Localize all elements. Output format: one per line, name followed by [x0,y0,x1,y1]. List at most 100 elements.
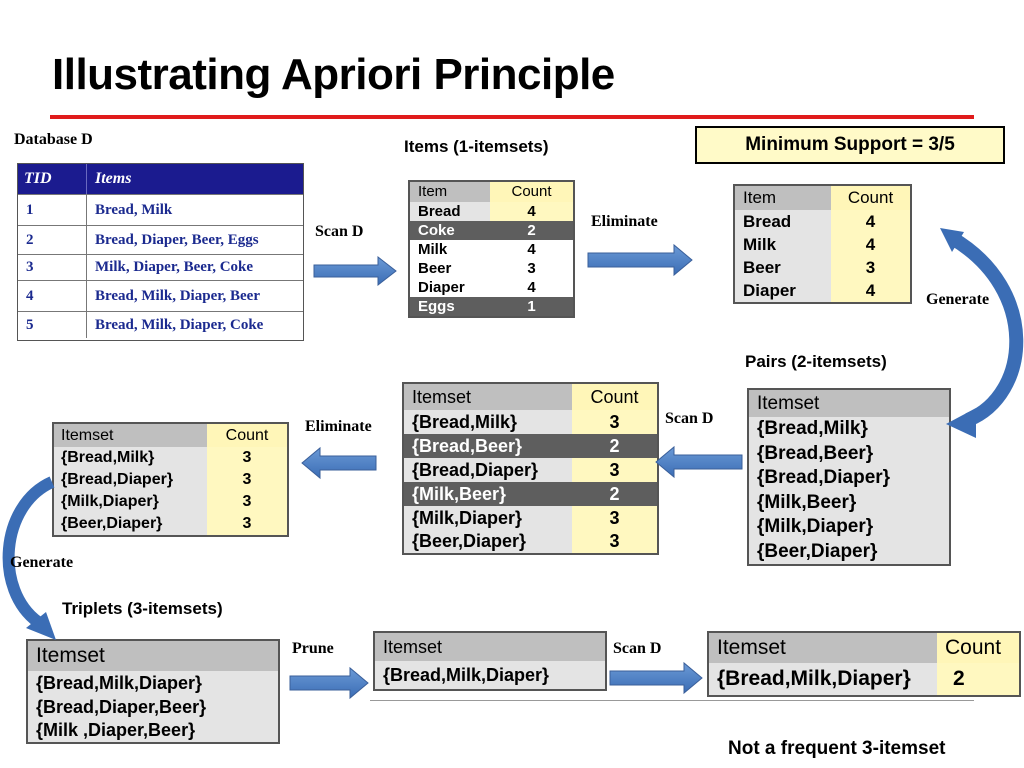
item-cell: Milk [735,233,831,256]
item-cell: Eggs [410,297,490,316]
table-row: Beer 3 [410,259,573,278]
right-arrow-icon [313,255,397,287]
itemset-cell: {Bread,Beer} [404,434,572,458]
items-cell: Bread, Milk [95,201,173,218]
count-cell: 2 [572,434,657,458]
tid-cell: 5 [18,312,87,338]
item-cell: Milk [418,241,448,258]
item-cell: Diaper [735,279,831,302]
tid-cell: 4 [18,281,87,311]
column-header: Itemset [28,641,278,671]
column-header: Itemset [375,633,605,661]
item-cell: Beer [418,260,452,277]
curved-arrow-icon [2,476,55,627]
table-row: 3 Milk, Diaper, Beer, Coke [18,254,303,280]
table-header-row: Itemset Count [404,384,657,410]
table-header-row: Item Count [410,182,573,202]
count-cell: 3 [572,506,657,530]
tid-header: TID [18,164,87,194]
table-row: 4 Bread, Milk, Diaper, Beer [18,280,303,311]
database-label: Database D [14,131,93,148]
items-header: Items [95,170,132,187]
table-row: Diaper 4 [410,278,573,297]
table-row: {Milk,Diaper} 3 [54,491,287,513]
prune-label: Prune [292,640,334,657]
table-row: {Beer,Diaper} 3 [404,530,657,553]
left-arrow-icon [301,446,377,480]
tid-cell: 1 [18,195,87,225]
title-underline [50,115,974,119]
pairs-2-label: Pairs (2-itemsets) [745,352,887,371]
count-cell: 3 [207,469,287,491]
count-cell: 3 [207,447,287,469]
pairs-frequent-table: Itemset Count {Bread,Milk} 3 {Bread,Diap… [52,422,289,537]
right-arrow-icon [609,661,703,695]
table-row: 1 Bread, Milk [18,194,303,225]
count-cell: 3 [572,530,657,553]
database-header: TID Items [18,164,303,194]
items-cell: Bread, Milk, Diaper, Coke [95,316,264,333]
scan-d-label: Scan D [315,223,364,240]
itemset-cell: {Bread,Diaper} [54,469,207,491]
items-cell: Bread, Milk, Diaper, Beer [95,287,260,304]
count-cell: 2 [490,221,573,240]
table-row: Milk 4 [735,233,910,256]
table-row: Beer 3 [735,256,910,279]
column-header: Count [937,633,1019,663]
table-header-row: Item Count [735,186,910,210]
table-row: {Beer,Diaper} 3 [54,513,287,535]
column-header: Count [207,424,287,447]
count-cell: 1 [490,297,573,316]
triplets-3-label: Triplets (3-itemsets) [62,599,223,618]
itemset-cell: {Beer,Diaper} [404,530,572,553]
item-cell: Bread [410,202,490,221]
table-row: Milk 4 [410,240,573,259]
table-row: Eggs 1 [410,297,573,316]
table-row: {Bread,Milk} 3 [404,410,657,434]
left-arrow-icon [655,445,743,479]
count-cell: 3 [527,260,536,277]
itemset-cell: {Beer,Diaper} [54,513,207,535]
itemset-cell: {Milk,Diaper} [749,515,949,540]
table-row: {Bread,Diaper} 3 [54,469,287,491]
table-row: Coke 2 [410,221,573,240]
generate-label: Generate [10,554,74,571]
itemset-cell: {Bread,Milk,Diaper} [709,663,937,695]
pairs-candidates-table: Itemset {Bread,Milk} {Bread,Beer} {Bread… [747,388,951,566]
column-header: Count [490,182,573,202]
count-cell: 4 [527,241,536,258]
scan-d-label: Scan D [665,410,714,427]
pairs-counts-table: Itemset Count {Bread,Milk} 3 {Bread,Beer… [402,382,659,555]
column-header: Itemset [709,633,937,663]
tid-cell: 2 [18,226,87,254]
item-cell: Bread [735,210,831,233]
right-arrow-icon [289,666,369,700]
scan-d-label: Scan D [613,640,662,657]
table-row: 5 Bread, Milk, Diaper, Coke [18,311,303,338]
count-cell: 3 [572,458,657,482]
table-row: Bread 4 [410,202,573,221]
curved-arrow-icon [948,231,1024,427]
count-cell: 3 [831,256,910,279]
column-header: Itemset [54,424,207,447]
column-header: Count [572,384,657,410]
table-row: 2 Bread, Diaper, Beer, Eggs [18,225,303,254]
itemset-cell: {Bread,Diaper} [749,466,949,491]
generate-label: Generate [926,291,990,308]
arrow-head-icon [946,408,976,438]
items-1-label: Items (1-itemsets) [404,137,549,156]
eliminate-label: Eliminate [305,418,372,435]
bottom-divider [370,700,974,701]
count-cell: 4 [831,210,910,233]
item-cell: Coke [410,221,490,240]
table-header-row: Itemset Count [709,633,1019,663]
count-cell: 4 [831,279,910,302]
itemset-cell: {Bread,Diaper} [404,458,572,482]
items-cell: Bread, Diaper, Beer, Eggs [95,231,259,248]
items1-table: Item Count Bread 4 Coke 2 Milk 4 Beer 3 … [408,180,575,318]
itemset-cell: {Bread,Milk} [54,447,207,469]
itemset-cell: {Milk,Diaper} [54,491,207,513]
count-cell: 3 [572,410,657,434]
table-row: {Bread,Milk,Diaper} 2 [709,663,1019,695]
